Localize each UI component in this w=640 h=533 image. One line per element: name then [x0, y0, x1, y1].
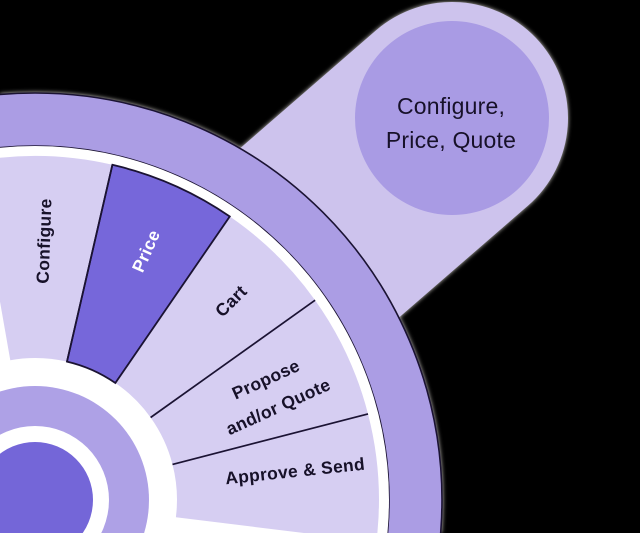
divider-cart-propose	[150, 299, 316, 419]
callout-label-line2: Price, Quote	[386, 127, 516, 153]
segment-configure-wedge	[0, 155, 113, 362]
wheel-center-circle	[0, 442, 93, 533]
wheel-outer-ring-outline-outer	[0, 92, 443, 533]
segment-cart-wedge	[115, 216, 316, 418]
segment-configure-label-group: Configure	[33, 198, 56, 284]
divider-price-cart	[114, 216, 231, 384]
figure: Configure, Price, Quote	[0, 2, 568, 533]
callout-label-line1: Configure,	[397, 93, 505, 119]
wheel-outer-ring	[0, 93, 442, 533]
segment-propose-wedge	[150, 300, 368, 465]
callout-circle	[355, 21, 549, 215]
segment-approve-wedge	[172, 413, 379, 533]
wheel: Configure Price Cart Propose and/or Quot…	[0, 92, 443, 533]
divider-propose-approve	[172, 413, 369, 466]
divider-configure-price	[66, 164, 114, 362]
segment-price-wedge	[65, 163, 232, 385]
segment-configure-label: Configure	[33, 198, 56, 284]
